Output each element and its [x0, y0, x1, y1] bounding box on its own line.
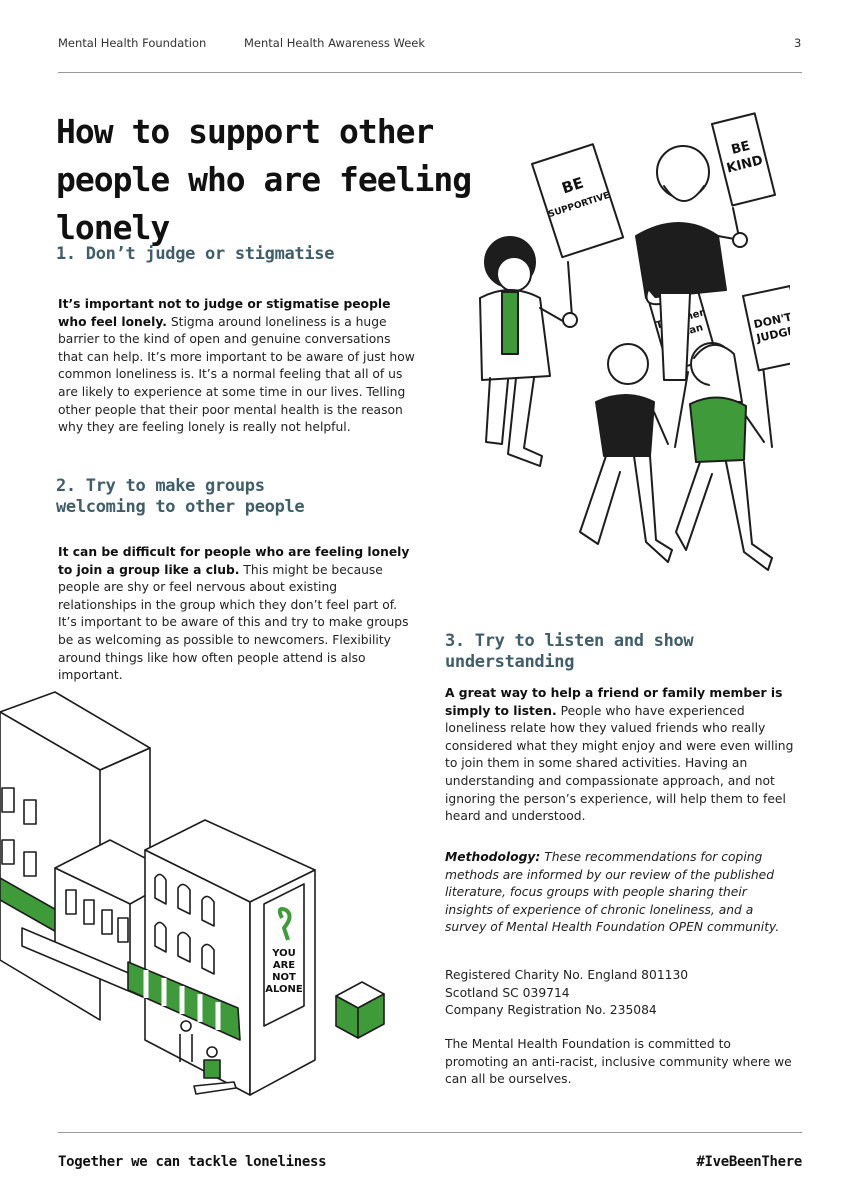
poster-you-are-not-alone: YOU ARE NOT ALONE [263, 883, 305, 1027]
placard-pole [567, 261, 573, 318]
section-3-heading: 3. Try to listen and show understanding [445, 631, 694, 672]
footer-hashtag: #IveBeenThere [696, 1154, 802, 1170]
person-bearded [635, 145, 748, 381]
seated-people [179, 1020, 237, 1095]
person-curly-hair [479, 236, 578, 467]
footer-tagline: Together we can tackle loneliness [58, 1154, 327, 1170]
registration-line-2: Scotland SC 039714 [445, 985, 570, 1000]
methodology-text: These recommendations for coping methods… [445, 850, 780, 935]
placard-dont-judge: DON'T JUDGE [742, 285, 790, 372]
footer-rule [58, 1132, 802, 1133]
street-illustration: YOU ARE NOT ALONE [0, 691, 385, 1096]
methodology-label: Methodology: [445, 850, 541, 864]
section-2-body: It can be difficult for people who are f… [58, 544, 418, 685]
placard-be-supportive: BE SUPPORTIVE [531, 143, 625, 259]
page-number: 3 [794, 36, 802, 50]
section-2-text: This might be because people are shy or … [58, 562, 409, 683]
svg-text:NOT: NOT [272, 972, 296, 983]
page-title: How to support other people who are feel… [56, 112, 472, 247]
green-bin [335, 981, 385, 1039]
section-1-body: It’s important not to judge or stigmatis… [58, 296, 418, 437]
section-3-lead: A great way to help a friend or family m… [445, 686, 783, 718]
section-3-text: People who have experienced loneliness r… [445, 703, 794, 824]
marchers-illustration: BE SUPPORTIVE BE KIND Together we can DO… [479, 112, 790, 571]
svg-text:YOU: YOU [271, 948, 296, 959]
section-1-heading: 1. Don’t judge or stigmatise [56, 244, 335, 264]
person-black-shirt [579, 343, 673, 563]
placard-pole [761, 356, 773, 448]
section-2-heading: 2. Try to make groups welcoming to other… [56, 476, 305, 517]
methodology-note: Methodology: These recommendations for c… [445, 849, 795, 937]
section-1-text: Stigma around loneliness is a huge barri… [58, 314, 415, 435]
svg-text:BE: BE [560, 174, 586, 198]
registration-line-1: Registered Charity No. England 801130 [445, 968, 689, 982]
svg-text:ALONE: ALONE [265, 984, 303, 995]
svg-text:BE: BE [730, 139, 752, 158]
registration-block: Registered Charity No. England 801130 Sc… [445, 967, 795, 1020]
section-1-lead: It’s important not to judge or stigmatis… [58, 297, 391, 329]
svg-text:ARE: ARE [273, 960, 295, 971]
placard-pole [674, 371, 689, 448]
header-org: Mental Health Foundation [58, 36, 207, 50]
registration-line-3: Company Registration No. 235084 [445, 1003, 657, 1018]
section-3-body: A great way to help a friend or family m… [445, 685, 795, 826]
section-2-lead: It can be difficult for people who are f… [58, 545, 410, 577]
header-campaign: Mental Health Awareness Week [244, 36, 426, 50]
person-green-shirt [675, 342, 773, 571]
header-rule [58, 72, 802, 73]
commitment-statement: The Mental Health Foundation is committe… [445, 1037, 792, 1087]
placard-be-kind: BE KIND [711, 112, 777, 207]
